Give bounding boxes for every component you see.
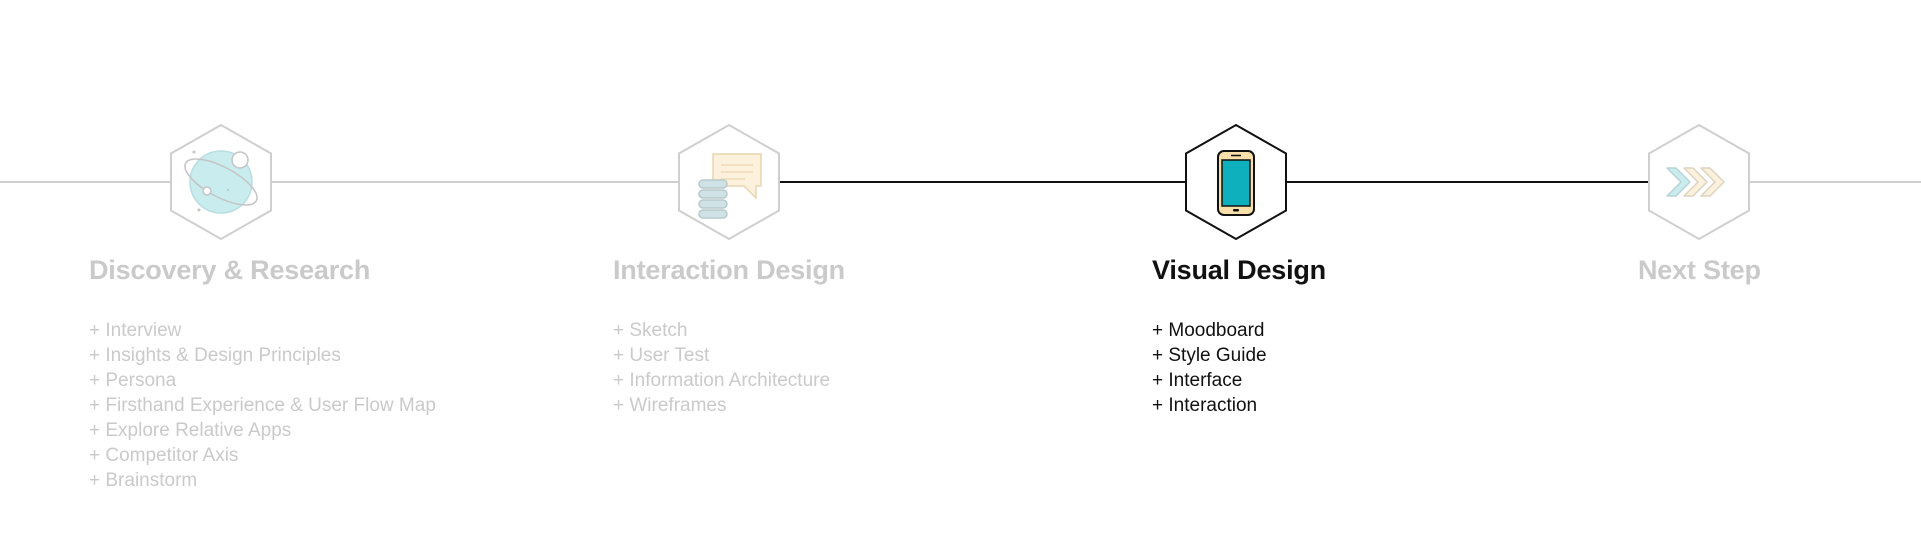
stage-items-discovery: + Interview + Insights & Design Principl… — [89, 318, 436, 493]
stage-items-visual: + Moodboard + Style Guide + Interface + … — [1152, 318, 1267, 418]
stage-interaction-node — [678, 123, 780, 241]
list-item: + User Test — [613, 345, 710, 366]
list-item: + Interface — [1152, 370, 1243, 391]
list-item: + Sketch — [613, 320, 688, 341]
stage-title-discovery: Discovery & Research — [89, 255, 371, 285]
list-item: + Persona — [89, 370, 177, 391]
chat-stack-icon — [698, 153, 762, 219]
smartphone-icon — [1217, 150, 1255, 216]
list-item: + Insights & Design Principles — [89, 345, 341, 366]
list-item: + Moodboard — [1152, 320, 1265, 341]
list-item: + Firsthand Experience & User Flow Map — [89, 395, 436, 416]
stage-title-visual: Visual Design — [1152, 255, 1326, 285]
list-item: + Wireframes — [613, 395, 727, 416]
list-item: + Style Guide — [1152, 345, 1267, 366]
stage-items-interaction: + Sketch + User Test + Information Archi… — [613, 318, 830, 418]
stage-visual-node — [1185, 123, 1287, 241]
planet-icon — [184, 150, 258, 214]
list-item: + Explore Relative Apps — [89, 420, 292, 441]
stage-discovery-node — [170, 123, 272, 241]
list-item: + Information Architecture — [613, 370, 831, 391]
chevrons-right-icon — [1666, 167, 1725, 197]
stage-next-node — [1648, 123, 1750, 241]
stage-title-interaction: Interaction Design — [613, 255, 845, 285]
list-item: + Interview — [89, 320, 182, 341]
list-item: + Interaction — [1152, 395, 1258, 416]
list-item: + Competitor Axis — [89, 445, 239, 466]
stage-title-next: Next Step — [1638, 255, 1761, 285]
list-item: + Brainstorm — [89, 470, 198, 491]
